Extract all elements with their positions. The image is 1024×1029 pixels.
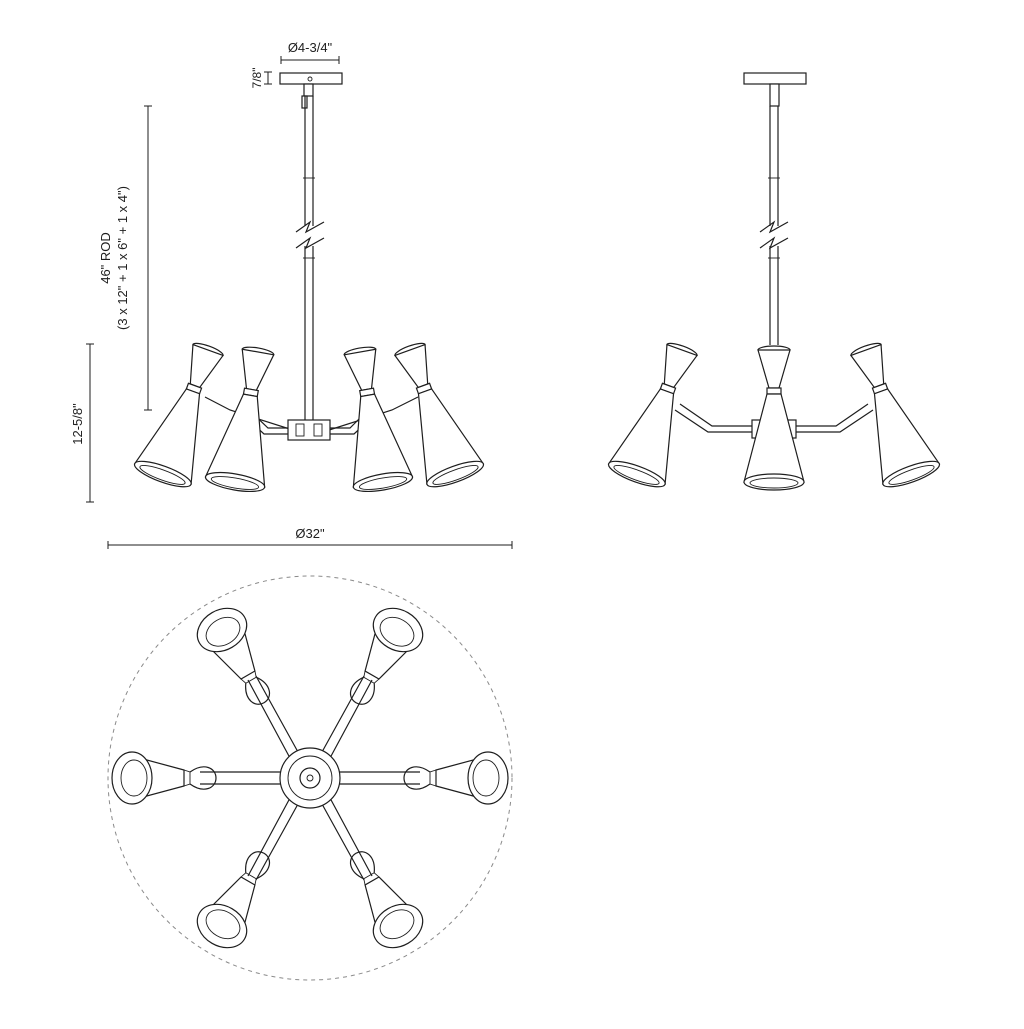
rod-breakdown-label: (3 x 12" + 1 x 6" + 1 x 4") xyxy=(115,186,130,330)
side-elevation xyxy=(605,72,943,493)
arms xyxy=(674,403,874,433)
lamp-shade xyxy=(332,839,432,957)
canopy xyxy=(743,72,807,85)
rod-break-symbol xyxy=(295,220,325,250)
rod xyxy=(303,96,315,420)
lamp-shade xyxy=(329,342,415,496)
lamp-shade xyxy=(332,599,432,717)
rod xyxy=(768,106,780,345)
fixture-outline-dashed xyxy=(107,575,513,981)
top-plan xyxy=(107,575,513,981)
canopy-diameter-dimension: Ø4-3/4" xyxy=(280,40,340,64)
lamp-shade xyxy=(111,751,217,805)
hub xyxy=(287,419,331,441)
fixture-height-dimension: 12-5/8" xyxy=(70,343,94,503)
hub xyxy=(279,747,341,809)
fixture-diameter-label: Ø32" xyxy=(295,526,325,541)
rod-length-dimension: 46" ROD (3 x 12" + 1 x 6" + 1 x 4") xyxy=(98,105,152,411)
lamp-shade xyxy=(403,751,509,805)
canopy-diameter-label: Ø4-3/4" xyxy=(288,40,333,55)
canopy-height-dimension: 7/8" xyxy=(250,68,272,89)
canopy-height-label: 7/8" xyxy=(250,68,264,89)
lamp-shade xyxy=(188,599,288,717)
fixture-diameter-dimension: Ø32" xyxy=(107,526,513,549)
canopy xyxy=(279,72,343,85)
fixture-height-label: 12-5/8" xyxy=(70,403,85,445)
rod-length-label: 46" ROD xyxy=(98,232,113,284)
lamp-shade xyxy=(835,335,943,493)
rod-break-symbol xyxy=(759,220,789,250)
lamp-shade xyxy=(188,839,288,957)
front-elevation xyxy=(131,72,487,496)
lamp-shade xyxy=(203,342,289,496)
lamp-shade xyxy=(743,345,805,491)
lamp-shade xyxy=(605,335,713,493)
